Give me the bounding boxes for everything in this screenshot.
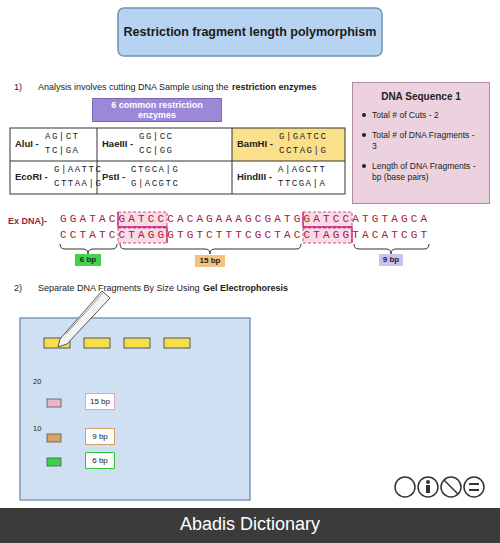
table-rule [232,128,233,194]
license-icon [418,477,438,497]
dna-strand: CCTATCCTAGGGTGTCTTTCGCTACCTAGGTACATCGT [60,229,430,242]
table-border [10,128,345,194]
enzyme-name: AluI - [15,139,39,150]
gel-band [47,458,61,466]
info-box: DNA Sequence 1 Total # of Cuts - 2 Total #… [352,82,490,204]
license-icon [444,480,458,494]
band-label: 6 bp [85,452,115,469]
ladder-mark: 10 [33,425,41,434]
recognition-site: CTTAA|G [54,179,102,189]
gel-well [84,338,110,348]
recognition-site: CCTAG|G [279,146,327,156]
title-box [118,8,382,56]
dna-strand: GGATACGATCCCACAGAAAGCGATGGATCCATGTAGCA [60,213,430,226]
pipette-line [66,293,103,334]
step-text: Analysis involves cutting DNA Sample usi… [38,82,229,92]
bullet-dot [362,113,366,117]
node-text: 6 bp [92,456,108,465]
node-text: 6 common restriction enzymes [99,100,215,121]
node-text: 15 bp [200,256,221,265]
sequence-label: Ex DNA)- [8,216,47,226]
gel-well [164,338,190,348]
enzyme-name: HindIII - [237,172,272,183]
band-label: 9 bp [85,428,115,445]
band-label: 15 bp [85,393,115,410]
recognition-site: G|AATTC [54,165,102,175]
license-icon [464,477,484,497]
node-text: 6 bp [80,255,96,264]
license-icon [441,477,461,497]
recognition-site: CTGCA|G [131,165,179,175]
step-number: 2) [14,283,22,293]
watermark: Abadis Dictionary [180,514,320,535]
enzyme-name: BamHI - [237,139,273,150]
license-icon [395,477,415,497]
bullet-row: Length of DNA Fragments - bp (base pairs… [361,161,481,183]
highlight-cell [232,128,345,161]
fragment-tag: 15 bp [195,255,225,267]
brace [354,244,429,254]
box-heading: DNA Sequence 1 [361,91,481,102]
recognition-site: AG|CT [45,132,80,142]
gel-band [47,434,61,442]
bullet-row: Total # of DNA Fragments - 3 [361,130,481,152]
recognition-site: A|AGCTT [278,165,326,175]
recognition-site: G|GATCC [279,132,327,142]
enzyme-name: PstI - [102,172,125,183]
bullet-text: Total # of Cuts - 2 [372,110,481,121]
node-text: 9 bp [92,432,108,441]
table-rule [10,161,345,162]
bullet-text: Total # of DNA Fragments - 3 [372,130,481,152]
recognition-site: TC|GA [45,146,80,156]
bullet-row: Total # of Cuts - 2 [361,110,481,121]
title-text: Restriction fragment length polymorphism [118,8,382,56]
step-text: Separate DNA Fragments By Size Using [38,283,200,293]
recognition-site: CC|GG [139,146,174,156]
node-text: 9 bp [383,255,399,264]
enzyme-name: EcoRI - [15,172,48,183]
step-text-bold: restriction enzymes [232,82,317,92]
bullet-text: Length of DNA Fragments - bp (base pairs… [372,161,481,183]
step-text-bold: Gel Electrophoresis [203,283,288,293]
license-icon [469,489,479,491]
gel-band [47,399,61,407]
recognition-site: GG|CC [139,132,174,142]
step-number: 1) [14,82,22,92]
bullet-dot [362,164,366,168]
brace [120,244,301,254]
recognition-site: TTCGA|A [278,179,326,189]
gel [20,318,250,500]
enzyme-name: HaeIII - [102,139,133,150]
node-text: 15 bp [90,397,110,406]
brace [60,244,117,254]
fragment-tag: 6 bp [75,254,101,266]
fragment-tag: 9 bp [379,254,403,266]
footer-bar [0,508,500,543]
ladder-mark: 20 [33,378,41,387]
gel-well [124,338,150,348]
bullet-dot [362,133,366,137]
license-icon [469,483,479,485]
enzyme-heading-box: 6 common restriction enzymes [92,98,222,122]
pipette [58,291,110,347]
license-icon [426,485,430,493]
recognition-site: G|ACGTC [131,179,179,189]
license-icon [426,480,430,484]
